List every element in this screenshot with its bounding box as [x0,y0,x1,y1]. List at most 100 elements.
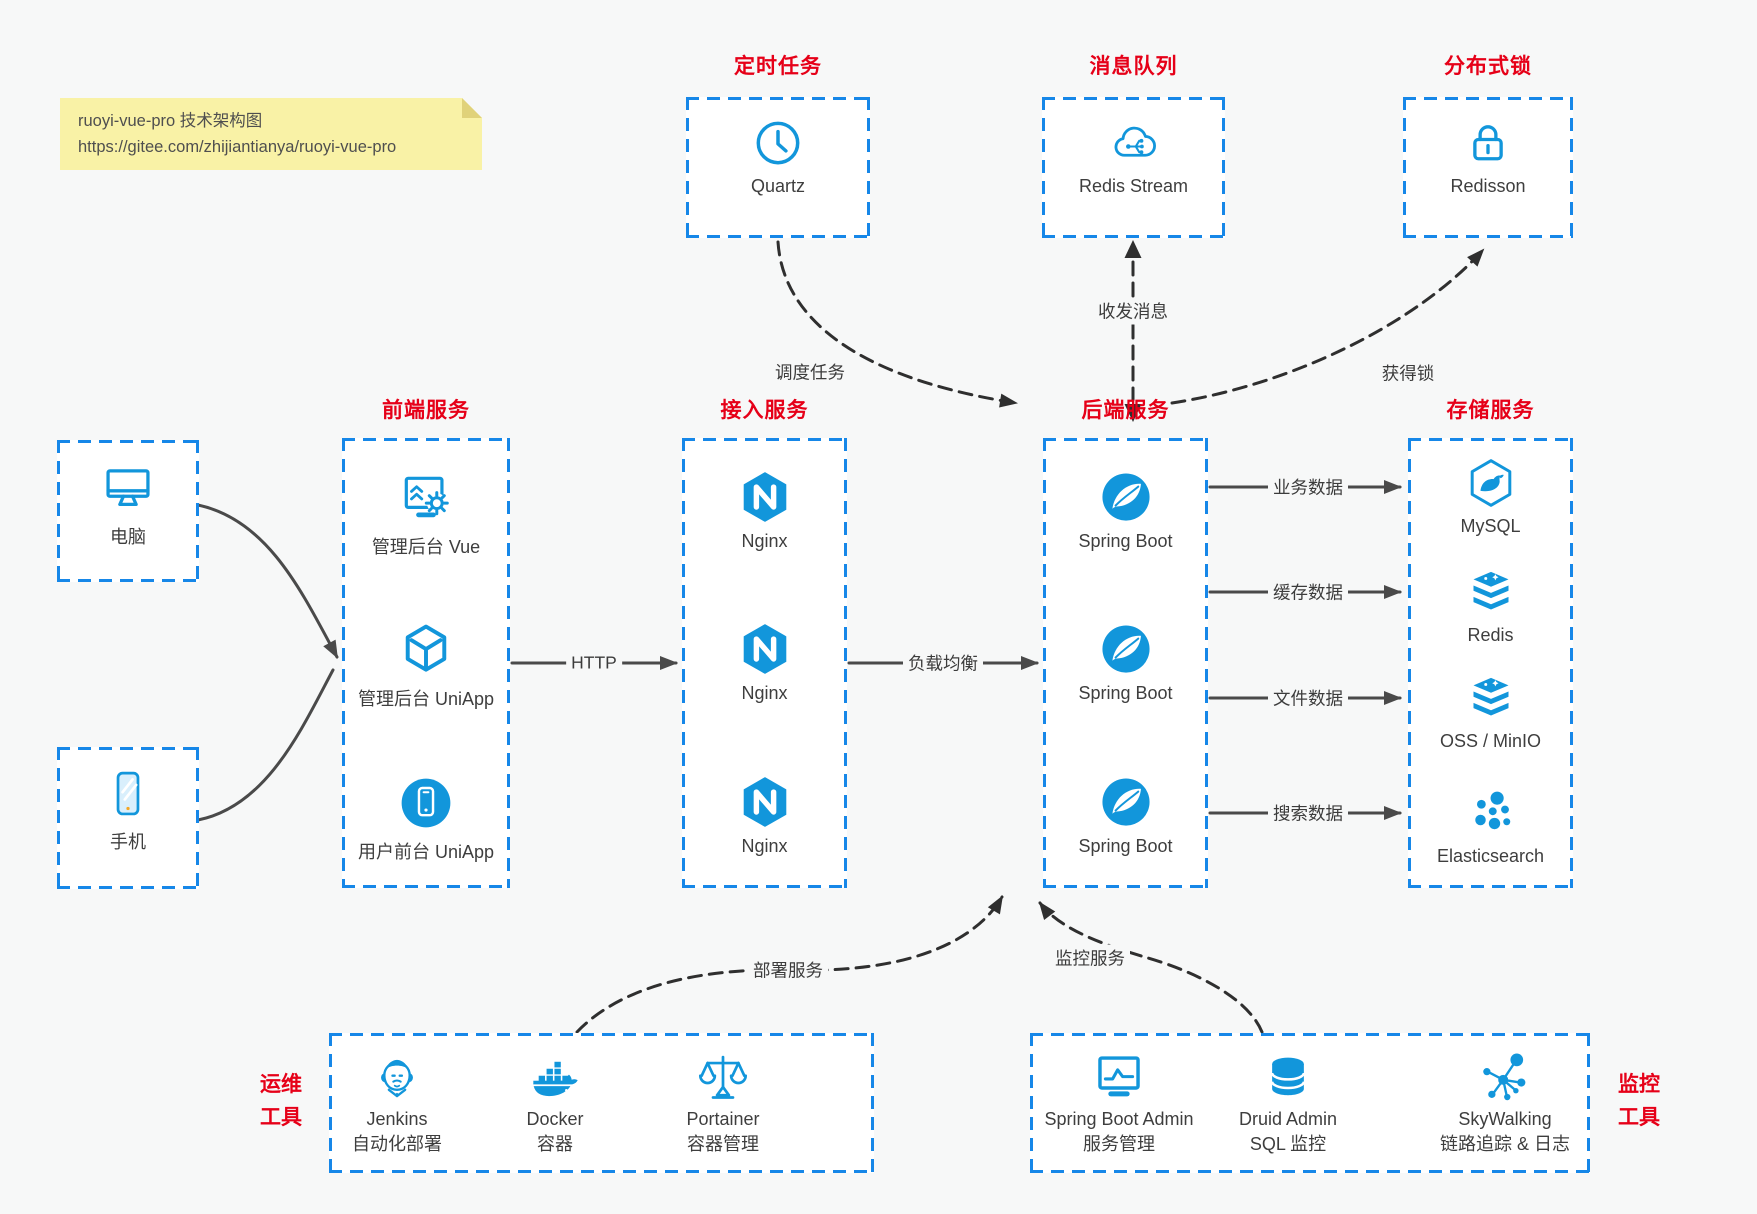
node-redis-stream: Redis Stream [1042,115,1225,197]
node-desc: 容器 [537,1134,573,1154]
node-user-uniapp: 用户前台 UniApp [342,773,510,864]
edge-label-monitor-service: 监控服务 [1050,944,1130,972]
jenkins-icon [381,1059,413,1098]
node-quartz: Quartz [686,115,870,197]
elasticsearch-icon [1474,791,1510,830]
group-box-backend: Spring Boot Spring Boot Spring Boot [1043,438,1208,888]
node-skywalking: SkyWalking 链路追踪 & 日志 [1410,1049,1600,1157]
cloud-mq-icon [1114,126,1156,157]
node-label: MySQL [1460,516,1521,536]
edge-monitor-service [1038,901,1264,1034]
node-desc: 服务管理 [1083,1134,1155,1154]
edge-label-business-data: 业务数据 [1268,473,1348,501]
ops-title-line2: 工具 [260,1106,302,1129]
desktop-icon [106,469,150,507]
spring-icon [1101,778,1150,826]
spring-icon [1101,473,1150,521]
druid-icon [1270,1057,1306,1096]
nginx-icon [743,472,786,522]
edge-label-send-receive-message: 收发消息 [1093,297,1173,325]
title-message-queue: 消息队列 [1089,55,1178,78]
node-phone: 手机 [57,765,199,854]
node-redisson: Redisson [1403,115,1573,197]
group-box-message-queue: Redis Stream [1042,97,1225,238]
group-box-scheduled-tasks: Quartz [686,97,870,238]
node-desc: 链路追踪 & 日志 [1439,1134,1570,1154]
nginx-icon [743,624,786,674]
title-distributed-lock: 分布式锁 [1444,55,1532,78]
node-label: 用户前台 UniApp [357,842,495,862]
node-label: Elasticsearch [1436,846,1545,866]
node-label: OSS / MinIO [1439,731,1542,751]
node-label: Nginx [741,683,788,703]
note-folded-corner-icon [462,98,482,118]
node-name: Portainer [686,1109,760,1129]
group-box-phone: 手机 [57,747,199,889]
docker-icon [533,1061,578,1097]
edge-acquire-lock [1170,248,1485,405]
storage-stack-icon [1473,571,1508,610]
node-spring-boot-2: Spring Boot [1043,620,1208,704]
node-label: 管理后台 Vue [371,537,481,557]
node-nginx-1: Nginx [682,468,847,552]
title-frontend-services: 前端服务 [382,399,470,422]
title-scheduled-tasks: 定时任务 [734,55,822,78]
edge-phone-to-frontend [196,668,335,822]
uniapp-cube-icon [405,624,447,672]
node-name: Druid Admin [1238,1109,1338,1129]
node-label: Spring Boot [1078,836,1173,856]
ops-title-line1: 运维 [260,1073,302,1096]
edge-label-schedule-task: 调度任务 [770,358,850,386]
node-label: 管理后台 UniApp [357,689,495,709]
node-jenkins: Jenkins 自动化部署 [302,1049,492,1157]
title-ops-tools: 运维工具 [246,1068,316,1134]
edge-label-acquire-lock: 获得锁 [1376,359,1440,387]
nginx-icon [743,777,786,827]
node-mysql: MySQL [1408,455,1573,537]
sba-icon [1098,1056,1140,1097]
node-label: Nginx [741,836,788,856]
group-box-ops-tools: Jenkins 自动化部署 Docker 容器 [329,1033,874,1173]
node-desc: 自动化部署 [352,1134,442,1154]
node-label: Spring Boot [1078,531,1173,551]
group-box-monitoring-tools: Spring Boot Admin 服务管理 Druid Admin SQL 监… [1030,1033,1590,1173]
node-name: Spring Boot Admin [1044,1109,1194,1129]
node-name: Jenkins [366,1109,428,1129]
node-label: 电脑 [110,527,146,547]
node-name: Docker [526,1109,584,1129]
node-admin-uniapp: 管理后台 UniApp [342,620,510,711]
note-title: ruoyi-vue-pro 技术架构图 [78,112,263,130]
group-box-storage: MySQL Redis [1408,438,1573,888]
node-redis: Redis [1408,564,1573,646]
node-spring-boot-1: Spring Boot [1043,468,1208,552]
admin-vue-icon [404,476,449,518]
sticky-note: ruoyi-vue-pro 技术架构图 https://gitee.com/zh… [60,98,482,170]
portainer-icon [698,1055,748,1099]
phone-icon [116,771,140,816]
title-backend-services: 后端服务 [1081,399,1170,422]
message-arrowhead-down [1124,404,1142,422]
group-box-pc: 电脑 [57,440,199,582]
monitoring-title-line1: 监控 [1618,1073,1660,1096]
node-label: Redis Stream [1078,176,1189,196]
edge-pc-to-frontend [196,503,339,659]
node-desc: 容器管理 [687,1134,759,1154]
monitoring-title-line2: 工具 [1618,1106,1660,1129]
node-druid-admin: Druid Admin SQL 监控 [1193,1049,1383,1157]
node-pc: 电脑 [57,460,199,549]
node-label: 手机 [110,832,146,852]
note-url: https://gitee.com/zhijiantianya/ruoyi-vu… [78,138,397,156]
edge-label-file-data: 文件数据 [1268,684,1348,712]
edge-schedule-task [776,240,1018,408]
edge-label-cache-data: 缓存数据 [1268,578,1348,606]
mysql-icon [1470,459,1511,507]
node-desc: SQL 监控 [1249,1134,1327,1154]
edge-label-search-data: 搜索数据 [1268,799,1348,827]
node-label: Redis [1467,625,1514,645]
node-nginx-2: Nginx [682,620,847,704]
node-label: Nginx [741,531,788,551]
node-name: SkyWalking [1458,1109,1552,1129]
group-box-frontend: 管理后台 Vue 管理后台 UniApp 用户前台 UniApp [342,438,510,888]
group-box-distributed-lock: Redisson [1403,97,1573,238]
